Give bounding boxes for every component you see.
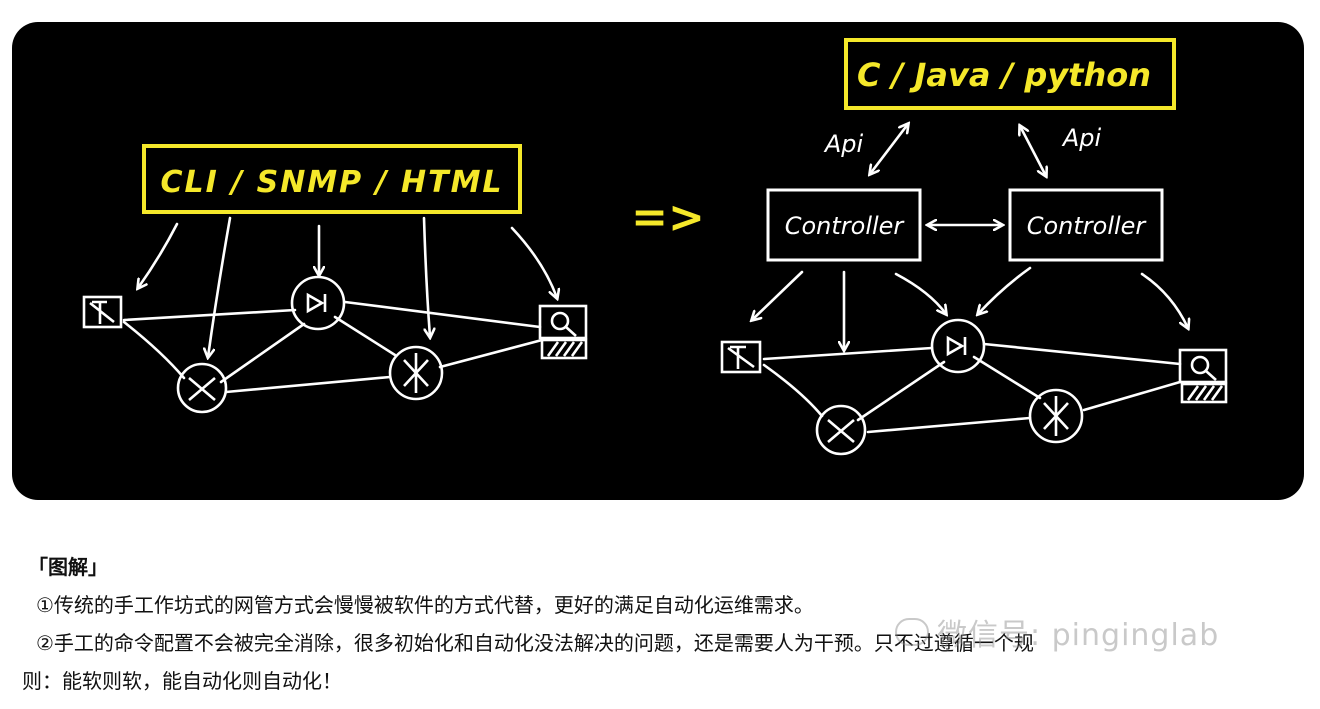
diagram-canvas: CLI / SNMP / HTML [82,38,1228,456]
right-arrows [752,266,1188,350]
switch-icon [82,295,123,329]
caption-title: 「图解」 [28,555,108,579]
router-icon [930,318,986,374]
caption-paragraph-2-cont: 则：能软则软，能自动化则自动化！ [22,669,342,693]
right-links [762,342,1182,434]
diagram-board: CLI / SNMP / HTML [12,22,1304,500]
firewall-icon [176,362,228,414]
controller-label-left: Controller [785,212,906,240]
server-icon [538,304,588,360]
left-diagram: CLI / SNMP / HTML [82,144,588,414]
left-arrows [138,216,557,357]
arrow-to-hub [422,216,430,337]
language-label: C / Java / python [857,56,1151,94]
controller-box-left [766,188,922,262]
caption: 「图解」 ①传统的手工作坊式的网管方式会慢慢被软件的方式代替，更好的满足自动化运… [22,548,1302,700]
left-links [122,300,544,394]
right-diagram: C / Java / python Api Api Controller Con… [720,38,1228,456]
switch-icon [720,340,762,374]
arrow-to-server [510,226,557,298]
hub-icon [388,345,444,401]
api-arrows [870,124,1046,176]
language-box [844,38,1176,110]
wechat-logo-icon [895,618,929,646]
api-arrow-left [870,124,908,174]
caption-paragraph-1: ①传统的手工作坊式的网管方式会慢慢被软件的方式代替，更好的满足自动化运维需求。 [36,593,814,617]
hub-icon [1028,388,1084,444]
controller-label-right: Controller [1027,212,1148,240]
protocol-box [142,144,522,214]
watermark-text: 微信号: pinginglab [937,618,1220,653]
caption-paragraph-2: ②手工的命令配置不会被完全消除，很多初始化和自动化没法解决的问题，还是需要人为干… [36,631,1034,655]
server-icon [1178,348,1228,404]
controller-box-right [1008,188,1164,262]
arrow-to-firewall [208,216,232,357]
api-label-right: Api [1061,124,1102,152]
watermark: 微信号: pinginglab [895,610,1219,654]
api-arrow-right [1020,126,1046,176]
api-label-left: Api [823,130,864,158]
transition-arrow: => [631,192,705,243]
firewall-icon [815,404,867,456]
router-icon [290,275,346,331]
arrow-to-switch [138,222,179,288]
protocol-label: CLI / SNMP / HTML [160,165,503,200]
